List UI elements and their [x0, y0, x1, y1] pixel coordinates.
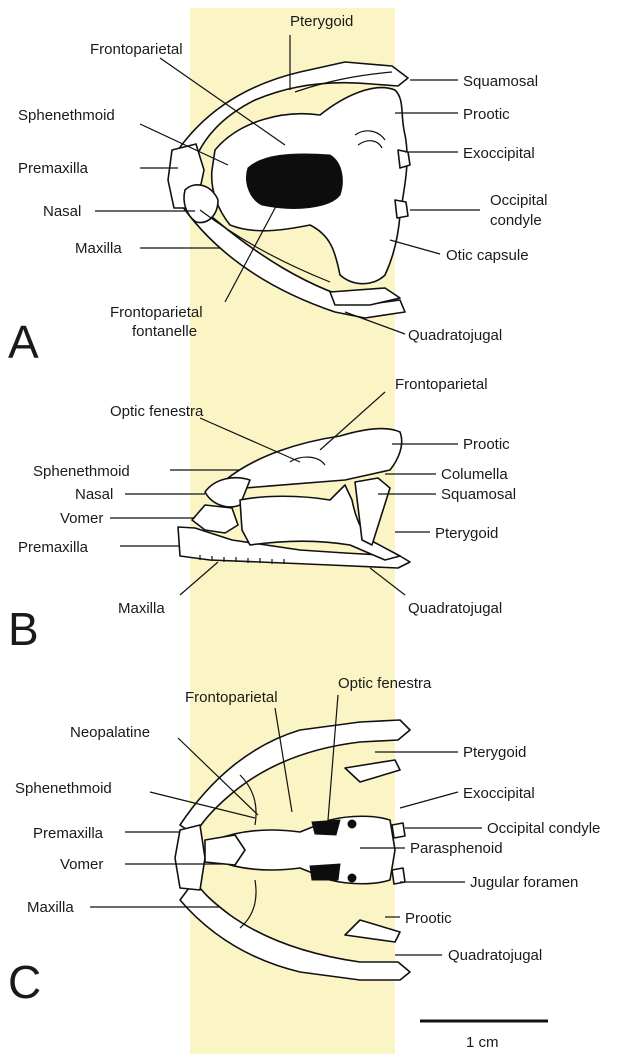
label-quadratojugal: Quadratojugal	[448, 947, 542, 964]
label-maxilla: Maxilla	[118, 600, 165, 617]
scale-bar-label: 1 cm	[466, 1034, 499, 1051]
panel-c-letter: C	[8, 956, 41, 1008]
label-sphenethmoid: Sphenethmoid	[15, 780, 112, 797]
label-premaxilla: Premaxilla	[33, 825, 104, 842]
leader	[390, 240, 440, 254]
label-maxilla: Maxilla	[75, 240, 122, 257]
panel-c-premaxilla	[175, 825, 205, 890]
panel-a-letter: A	[8, 316, 39, 368]
panel-c-optic-top	[312, 820, 340, 835]
panel-a-fontanelle	[247, 154, 343, 208]
label-pterygoid: Pterygoid	[290, 13, 353, 30]
label-neopalatine: Neopalatine	[70, 724, 150, 741]
label-premaxilla: Premaxilla	[18, 160, 89, 177]
label-frontoparietal: Frontoparietal	[185, 689, 278, 706]
label-jugular-foramen: Jugular foramen	[470, 874, 578, 891]
label-squamosal: Squamosal	[441, 486, 516, 503]
label-quadratojugal: Quadratojugal	[408, 600, 502, 617]
label-sphenethmoid: Sphenethmoid	[18, 107, 115, 124]
label-frontoparietal: Frontoparietal	[90, 41, 183, 58]
label-sphenethmoid: Sphenethmoid	[33, 463, 130, 480]
leader	[400, 792, 458, 808]
label-condyle: condyle	[490, 212, 542, 229]
panel-c-jugular-bottom	[348, 874, 356, 882]
label-columella: Columella	[441, 466, 508, 483]
label-otic-capsule: Otic capsule	[446, 247, 529, 264]
panel-c-optic-bottom	[310, 864, 340, 880]
label-fontanelle-1: Frontoparietal	[110, 304, 203, 321]
label-vomer: Vomer	[60, 856, 103, 873]
label-pterygoid: Pterygoid	[435, 525, 498, 542]
label-prootic: Prootic	[463, 106, 510, 123]
label-nasal: Nasal	[75, 486, 113, 503]
label-occipital-condyle: Occipital condyle	[487, 820, 600, 837]
label-maxilla: Maxilla	[27, 899, 74, 916]
label-vomer: Vomer	[60, 510, 103, 527]
label-fontanelle-2: fontanelle	[132, 323, 197, 340]
panel-b-letter: B	[8, 603, 39, 655]
label-squamosal: Squamosal	[463, 73, 538, 90]
label-prootic: Prootic	[463, 436, 510, 453]
label-premaxilla: Premaxilla	[18, 539, 89, 556]
label-occipital: Occipital	[490, 192, 548, 209]
label-optic-fenestra: Optic fenestra	[110, 403, 204, 420]
label-nasal: Nasal	[43, 203, 81, 220]
label-frontoparietal: Frontoparietal	[395, 376, 488, 393]
label-exoccipital: Exoccipital	[463, 145, 535, 162]
label-pterygoid: Pterygoid	[463, 744, 526, 761]
scale-bar: 1 cm	[420, 1021, 548, 1051]
panel-c-jugular-top	[348, 820, 356, 828]
label-optic-fenestra: Optic fenestra	[338, 675, 432, 692]
label-prootic: Prootic	[405, 910, 452, 927]
label-parasphenoid: Parasphenoid	[410, 840, 503, 857]
label-exoccipital: Exoccipital	[463, 785, 535, 802]
label-quadratojugal: Quadratojugal	[408, 327, 502, 344]
